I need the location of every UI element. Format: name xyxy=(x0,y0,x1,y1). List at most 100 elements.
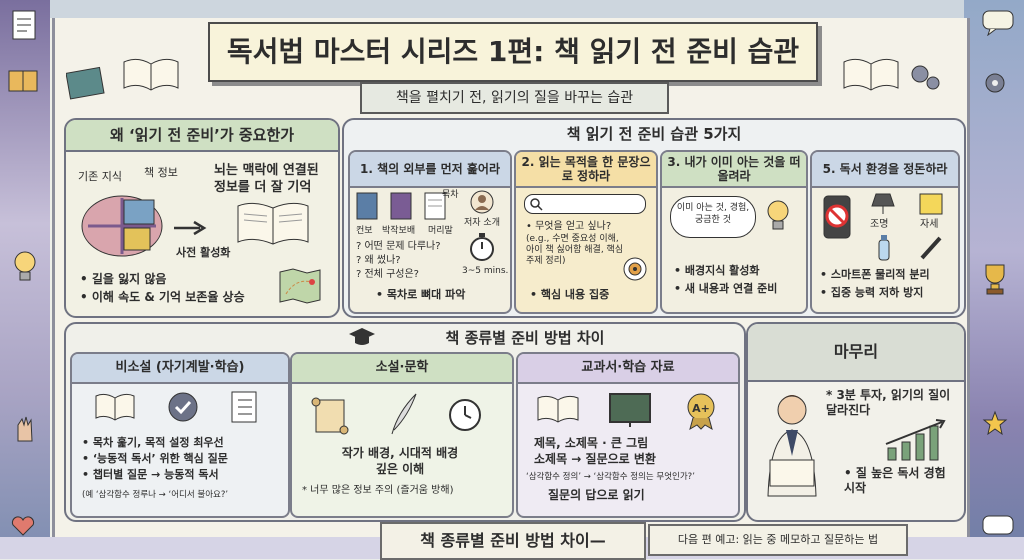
wrap-section: 마무리 * 3분 투자, 읽기의 질이 달라진다 • 질 높은 독서 경험 시작 xyxy=(746,322,966,522)
why-heading: 왜 ‘읽기 전 준비’가 중요한가 xyxy=(66,120,338,152)
why-activation: 사전 활성화 xyxy=(176,246,231,259)
svg-text:A+: A+ xyxy=(692,402,710,415)
habit-1-label-cover: 컨보 xyxy=(356,226,373,236)
brain-puzzle-icon xyxy=(81,195,163,257)
habit-5-title: 5. 독서 환경을 정돈하라 xyxy=(812,152,958,188)
water-bottle-icon xyxy=(878,235,890,261)
habit-1-label-toc: 목차 xyxy=(442,190,459,200)
why-section: 왜 ‘읽기 전 준비’가 중요한가 기존 지식 책 정보 뇌는 맥락에 연결된 … xyxy=(64,118,340,318)
habit-card-1: 1. 책의 외부를 먼저 훑어라 목차 컨보 박작보배 머리말 저자 소개 ? … xyxy=(348,150,512,314)
search-icon xyxy=(530,198,543,211)
habit-1-bottom: • 목차로 뼈대 파악 xyxy=(376,288,466,301)
heart-hands-icon xyxy=(11,516,35,536)
habit-2-b1: • 무엇을 얻고 싶나? xyxy=(526,221,612,232)
fiction-b1: 작가 배경, 시대적 배경 xyxy=(341,446,459,460)
why-bullet-1: • 길을 잃지 않음 xyxy=(80,272,167,286)
search-bar xyxy=(524,194,646,214)
fiction-b3: * 너무 많은 정보 주의 (즐거움 방해) xyxy=(302,485,454,496)
habit-3-title: 3. 내가 이미 아는 것을 떠올려라 xyxy=(662,152,806,188)
types-section: 책 종류별 준비 방법 차이 비소설 (자기계발·학습) • 목차 훑기, 목적… xyxy=(64,322,746,522)
habit-5-b1: • 스마트폰 물리적 분리 xyxy=(820,268,930,281)
frame-top xyxy=(0,0,1024,18)
habit-card-2: 2. 읽는 목적을 한 문장으로 정하라 • 무엇을 얻고 싶나? (e.g.,… xyxy=(514,150,658,314)
nonfiction-b3: • 챕터별 질문 → 능동적 독서 xyxy=(82,468,219,481)
why-label-info: 책 정보 xyxy=(144,166,178,179)
open-book-icon-small xyxy=(95,393,135,421)
habit-1-title: 1. 책의 외부를 먼저 훑어라 xyxy=(350,152,510,188)
footer-right: 다음 편 예고: 읽는 중 메모하고 질문하는 법 xyxy=(648,524,908,556)
open-book-icon-textbook xyxy=(537,395,579,423)
fiction-b2: 깊은 이해 xyxy=(375,462,425,476)
footer-left: 책 종류별 준비 방법 차이— xyxy=(380,522,646,560)
habit-5-label-light: 조명 xyxy=(870,219,889,230)
habit-3-b2: • 새 내용과 연결 준비 xyxy=(674,282,778,295)
grade-badge-icon: A+ xyxy=(687,393,715,430)
chat-bubble-icon xyxy=(982,10,1014,36)
trophy-icon xyxy=(985,264,1005,295)
wrap-b2: • 질 높은 독서 경험 시작 xyxy=(844,466,946,495)
chat-icon xyxy=(982,515,1014,535)
open-book-icon xyxy=(123,58,179,91)
arrow-right-icon xyxy=(174,220,207,236)
wrap-heading: 마무리 xyxy=(748,324,964,382)
wrap-b1: * 3분 투자, 읽기의 질이 달라진다 xyxy=(826,388,951,417)
gears-icon xyxy=(911,65,940,90)
textbook-title: 교과서·학습 자료 xyxy=(518,354,738,384)
checklist-icon xyxy=(231,391,257,423)
textbook-b1: 제목, 소제목 · 큰 그림 xyxy=(534,436,649,450)
types-heading: 책 종류별 준비 방법 차이 xyxy=(445,329,605,347)
habit-1-q3: ? 전체 구성은? xyxy=(356,269,419,280)
star-icon xyxy=(982,410,1008,436)
nonfiction-example: (예 ‘삼각함수 정루나 → ‘어디서 불아요?’ xyxy=(82,490,229,500)
document-icon xyxy=(12,10,36,40)
habits-heading: 책 읽기 전 준비 습관 5가지 xyxy=(566,125,742,143)
why-connect-text: 뇌는 맥락에 연결된 정보를 더 잘 기억 xyxy=(214,163,319,195)
habit-2-example: (e.g., 수면 중요성 이해, 아이 책 싫어함 해결, 핵심 주제 정리) xyxy=(526,234,624,266)
habit-5-b2: • 집중 능력 저하 방지 xyxy=(820,286,924,299)
habit-1-time: 3~5 mins. xyxy=(462,266,509,276)
book-cover-icon xyxy=(356,192,378,220)
sticky-note-icon xyxy=(919,193,943,215)
habit-3-bubble: 이미 아는 것, 경험, 궁금한 것 xyxy=(676,203,750,225)
open-book-illustration xyxy=(237,202,309,245)
quill-icon xyxy=(391,393,417,435)
habit-1-label-preface: 머리말 xyxy=(428,226,453,236)
hand-icon xyxy=(17,416,33,442)
preface-icon xyxy=(424,192,446,220)
nonfiction-card: 비소설 (자기계발·학습) • 목차 훑기, 목적 설정 최우선 • ‘능동적 … xyxy=(70,352,290,518)
book-icon xyxy=(8,70,38,92)
page-title: 독서법 마스터 시리즈 1편: 책 읽기 전 준비 습관 xyxy=(208,22,818,82)
clock-icon xyxy=(449,399,481,431)
nonfiction-b1: • 목차 훑기, 목적 설정 최우선 xyxy=(82,436,224,449)
nonfiction-b2: • ‘능동적 독서’ 위한 핵심 질문 xyxy=(82,452,228,465)
reader-illustration xyxy=(767,395,817,497)
habits-section: 책 읽기 전 준비 습관 5가지 1. 책의 외부를 먼저 훑어라 목차 컨보 … xyxy=(342,118,966,318)
lightbulb-icon xyxy=(14,251,36,281)
habit-5-label-posture: 자세 xyxy=(920,219,939,230)
habit-1-label-author: 저자 소개 xyxy=(464,218,500,228)
chalkboard-icon xyxy=(609,393,651,427)
frame-left xyxy=(0,0,50,559)
why-bullet-2: • 이해 속도 & 기억 보존율 상승 xyxy=(80,290,245,304)
textbook-b2: 소제목 → 질문으로 변환 xyxy=(534,452,656,466)
habit-1-q2: ? 왜 썼나? xyxy=(356,255,401,266)
stopwatch-icon xyxy=(470,233,494,261)
habit-card-5: 5. 독서 환경을 정돈하라 조명 자세 • 스마트폰 물리적 분리 • 집중 … xyxy=(810,150,960,314)
nonfiction-title: 비소설 (자기계발·학습) xyxy=(72,354,288,384)
no-phone-icon xyxy=(823,195,851,239)
rising-chart-icon xyxy=(885,419,946,461)
why-label-prior: 기존 지식 xyxy=(78,170,122,183)
habit-1-label-jacket: 박작보배 xyxy=(382,226,416,236)
habit-2-title: 2. 읽는 목적을 한 문장으로 정하라 xyxy=(516,152,656,188)
frame-right xyxy=(964,0,1024,559)
thought-bubble xyxy=(670,196,756,238)
habit-3-b1: • 배경지식 활성화 xyxy=(674,264,760,277)
pen-icon xyxy=(920,236,942,260)
textbook-card: 교과서·학습 자료 A+ 제목, 소제목 · 큰 그림 소제목 → 질문으로 변… xyxy=(516,352,740,518)
textbook-b3: 질문의 답으로 읽기 xyxy=(548,488,645,502)
lamp-icon xyxy=(871,193,895,214)
book-stack-icon xyxy=(66,66,105,100)
book-jacket-icon xyxy=(390,192,412,220)
map-icon xyxy=(279,268,321,304)
habit-2-bottom: • 핵심 내용 집중 xyxy=(530,288,610,301)
